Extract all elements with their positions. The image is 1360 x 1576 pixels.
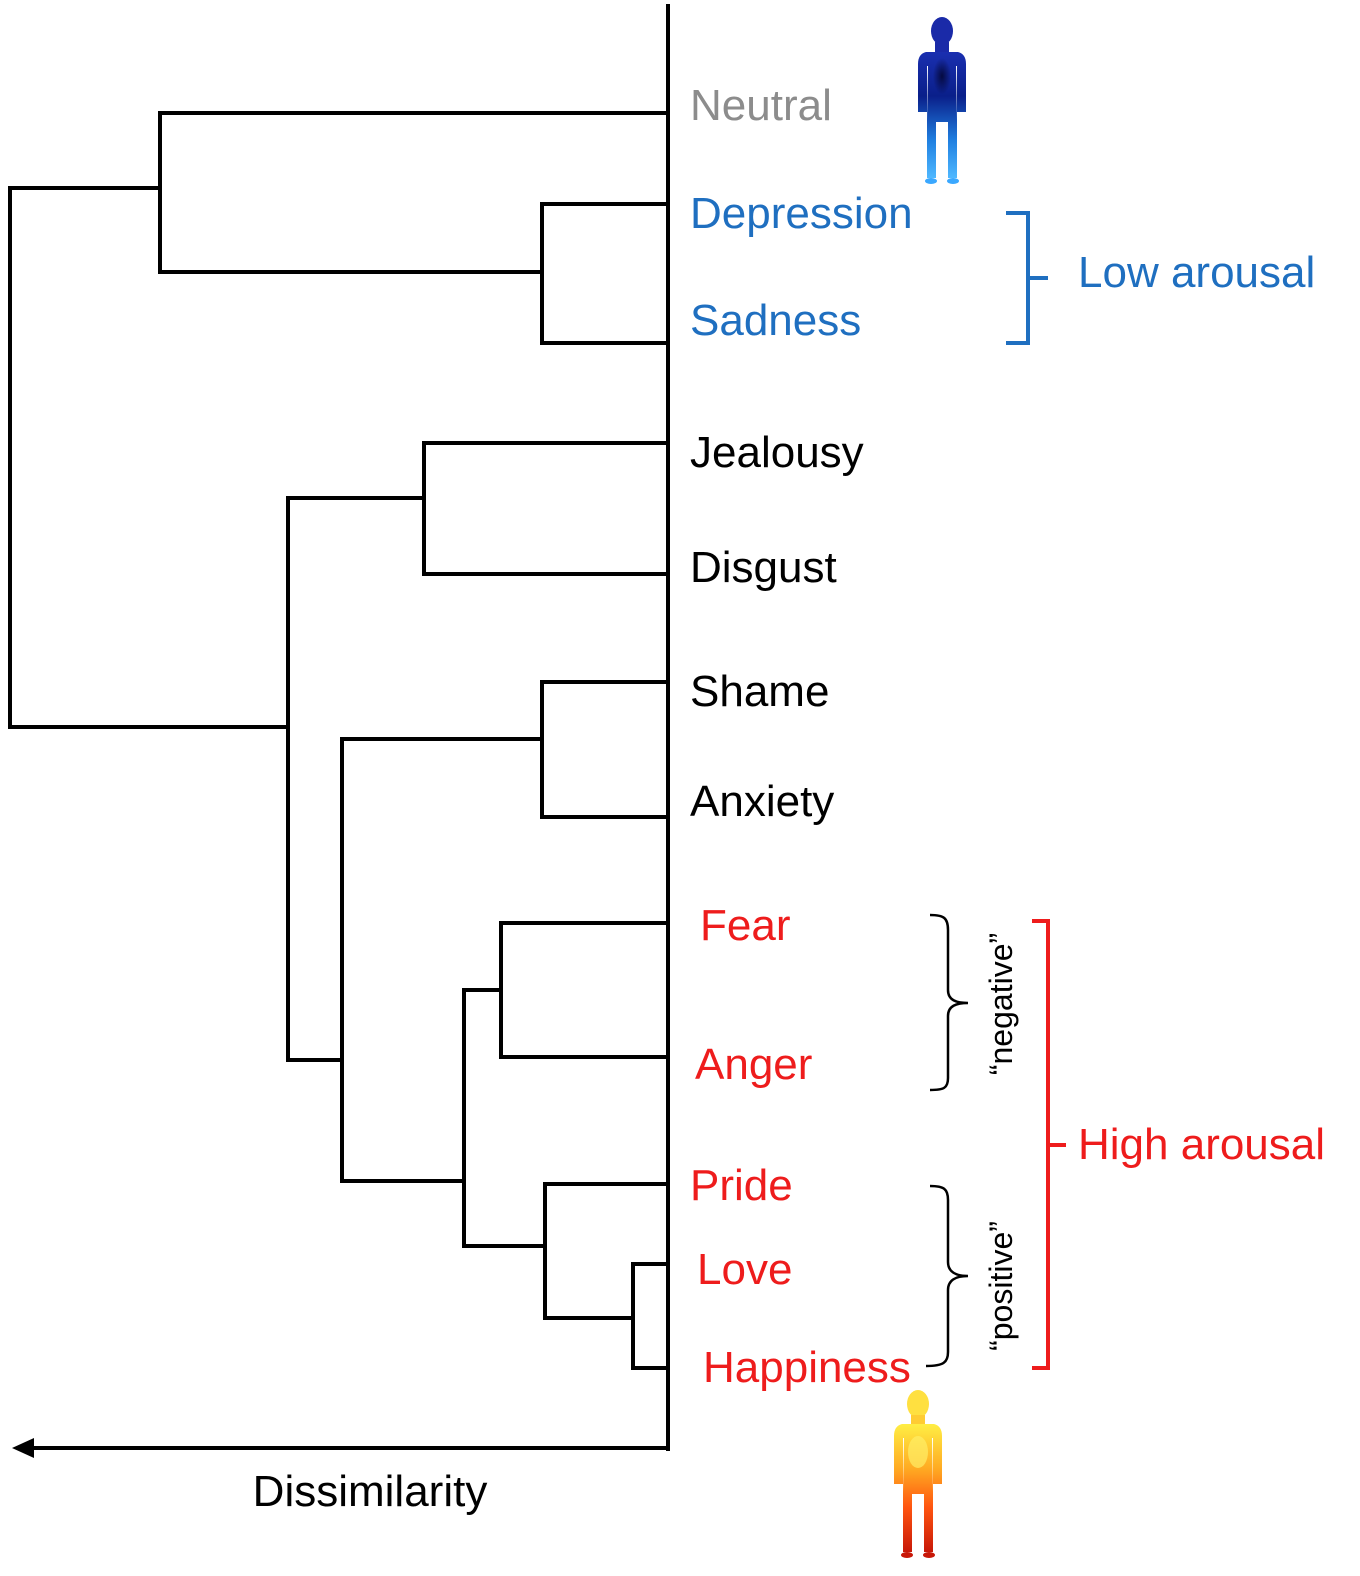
leaf-label-love: Love [697, 1245, 792, 1294]
leaf-label-happiness: Happiness [703, 1343, 911, 1392]
branch-anxiety-high [340, 737, 544, 1183]
dendrogram-tree [8, 4, 670, 1451]
leaf-label-pride: Pride [690, 1161, 793, 1210]
branch-high-arousal [462, 988, 547, 1248]
branch-fear-anger [499, 921, 670, 1059]
leaf-label-neutral: Neutral [690, 81, 832, 130]
branch-depression-sadness [540, 202, 670, 345]
cold-body-icon [918, 17, 966, 184]
high-arousal-label: High arousal [1078, 1120, 1325, 1169]
dissimilarity-arrow-head [12, 1438, 34, 1458]
dissimilarity-axis-label: Dissimilarity [253, 1467, 488, 1516]
positive-label: “positive” [983, 1221, 1019, 1351]
leaf-label-anxiety: Anxiety [690, 777, 834, 826]
leaf-label-depression: Depression [690, 189, 913, 238]
low-arousal-label: Low arousal [1078, 248, 1315, 297]
leaf-label-fear: Fear [700, 901, 790, 950]
leaf-label-anger: Anger [695, 1040, 812, 1089]
low-arousal-bracket [1006, 211, 1048, 345]
branch-love-happiness [631, 1262, 670, 1370]
negative-label: “negative” [983, 933, 1019, 1075]
positive-bracket [925, 1184, 969, 1368]
branch-root [8, 186, 290, 729]
branch-shame-anxiety [540, 680, 670, 819]
leaf-label-jealousy: Jealousy [690, 428, 864, 477]
negative-bracket [929, 913, 969, 1092]
branch-pride-positive [543, 1182, 670, 1320]
leaf-labels: NeutralDepressionSadnessJealousyDisgustS… [690, 81, 913, 1392]
leaf-label-sadness: Sadness [690, 296, 861, 345]
hot-body-icon [894, 1390, 942, 1558]
leaf-label-disgust: Disgust [690, 543, 837, 592]
branch-jealousy-disgust [422, 441, 670, 576]
branch-mid-cluster [286, 496, 426, 1062]
leaf-label-shame: Shame [690, 667, 829, 716]
branch-neutral-low [158, 111, 670, 274]
high-arousal-bracket [1032, 919, 1066, 1370]
